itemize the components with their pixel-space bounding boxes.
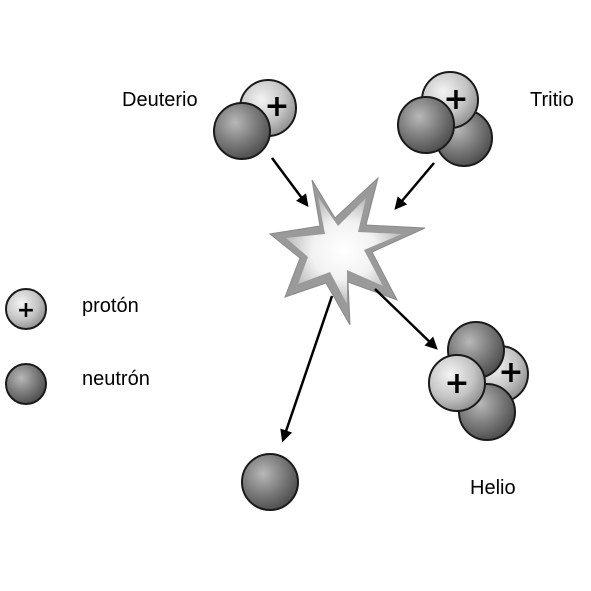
arrow-tritium-in: [394, 162, 435, 210]
neutron-particle: [213, 102, 271, 160]
tritium-nucleus: +: [397, 71, 493, 167]
neutron-particle: [241, 453, 299, 511]
arrow-helium-out: [374, 288, 438, 350]
helium-nucleus: + +: [428, 321, 529, 441]
deuterium-label: Deuterio: [122, 89, 198, 111]
legend: + protón neutrón: [5, 288, 150, 405]
proton-sign: +: [444, 366, 469, 401]
arrow-deuterium-in: [270, 157, 309, 208]
proton-sign: +: [17, 298, 35, 323]
arrow-neutron-out: [280, 295, 334, 443]
fusion-flash-icon: [268, 176, 426, 326]
legend-neutron-label: neutrón: [82, 368, 150, 390]
proton-sign: +: [264, 89, 289, 124]
proton-particle: +: [428, 354, 486, 412]
deuterium-nucleus: +: [213, 79, 297, 160]
legend-neutron-icon: [5, 363, 47, 405]
tritium-label: Tritio: [530, 89, 574, 111]
neutron-particle: [397, 96, 455, 154]
legend-proton-label: protón: [82, 295, 139, 317]
helium-label: Helio: [470, 477, 516, 499]
legend-proton-icon: +: [5, 288, 47, 330]
